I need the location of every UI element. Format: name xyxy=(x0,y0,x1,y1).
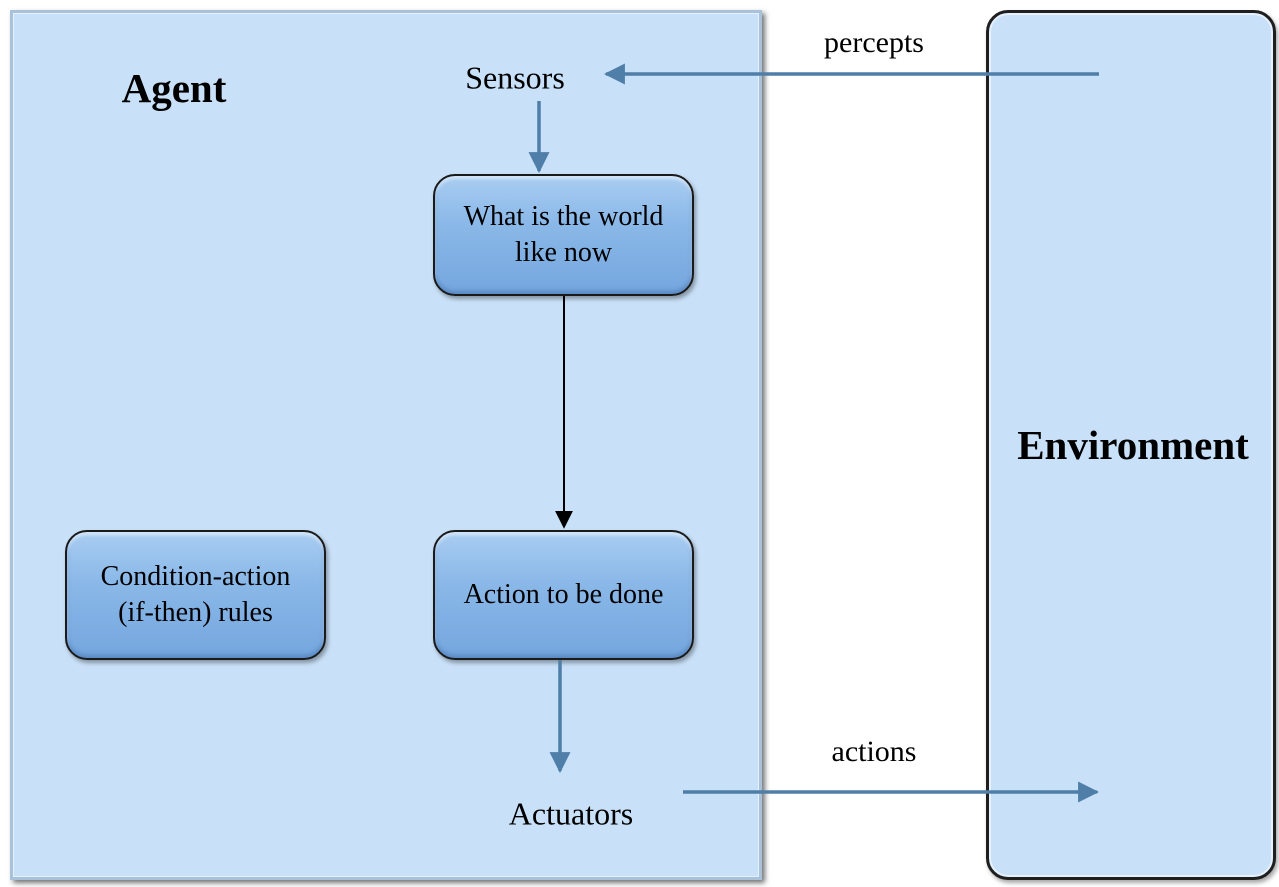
world-state-text: What is the world like now xyxy=(464,199,664,272)
sensors-label: Sensors xyxy=(465,59,565,96)
box-text-line: Condition-action xyxy=(100,560,291,592)
action-box: Action to be done xyxy=(433,530,694,660)
rules-text: Condition-action (if-then) rules xyxy=(101,559,291,632)
actuators-label: Actuators xyxy=(508,795,634,832)
box-text-line: (if-then) rules xyxy=(118,597,273,628)
world-state-box: What is the world like now xyxy=(433,174,694,296)
agent-title: Agent xyxy=(121,65,227,111)
environment-title: Environment xyxy=(1017,422,1249,468)
agent-panel xyxy=(10,10,762,880)
box-text-line: Action to be done xyxy=(463,578,664,610)
rules-box: Condition-action (if-then) rules xyxy=(65,530,326,660)
environment-panel xyxy=(986,10,1276,880)
action-text: Action to be done xyxy=(464,577,664,613)
box-text-line: like now xyxy=(514,237,613,268)
percepts-label: percepts xyxy=(824,26,924,59)
box-text-line: What is the world xyxy=(463,200,664,232)
actions-label: actions xyxy=(831,735,917,768)
